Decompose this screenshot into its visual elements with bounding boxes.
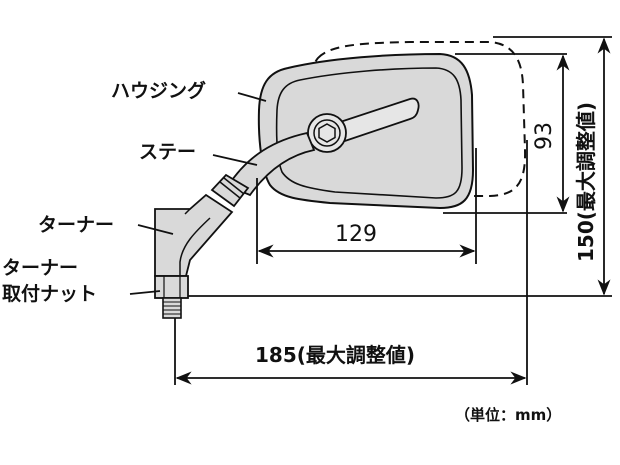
stay [210, 131, 316, 208]
turner-mounting-nut [154, 275, 189, 319]
label-turner-nut-line2: 取付ナット [2, 283, 98, 305]
dim-max-reach: 185(最大調整値) [255, 343, 416, 367]
dim-mirror-width: 129 [335, 222, 377, 247]
turner [154, 193, 234, 277]
dim-max-height: 150(最大調整値) [574, 101, 598, 262]
label-housing: ハウジング [111, 80, 207, 102]
label-stay: ステー [139, 141, 197, 163]
dim-mirror-height: 93 [532, 122, 557, 150]
dimension-lines [174, 36, 612, 385]
label-turner: ターナー [38, 214, 115, 236]
unit-note: （単位：mm） [455, 406, 562, 424]
leader-lines [129, 92, 267, 295]
label-turner-nut-line1: ターナー [2, 257, 79, 279]
pivot-arm [307, 97, 420, 153]
